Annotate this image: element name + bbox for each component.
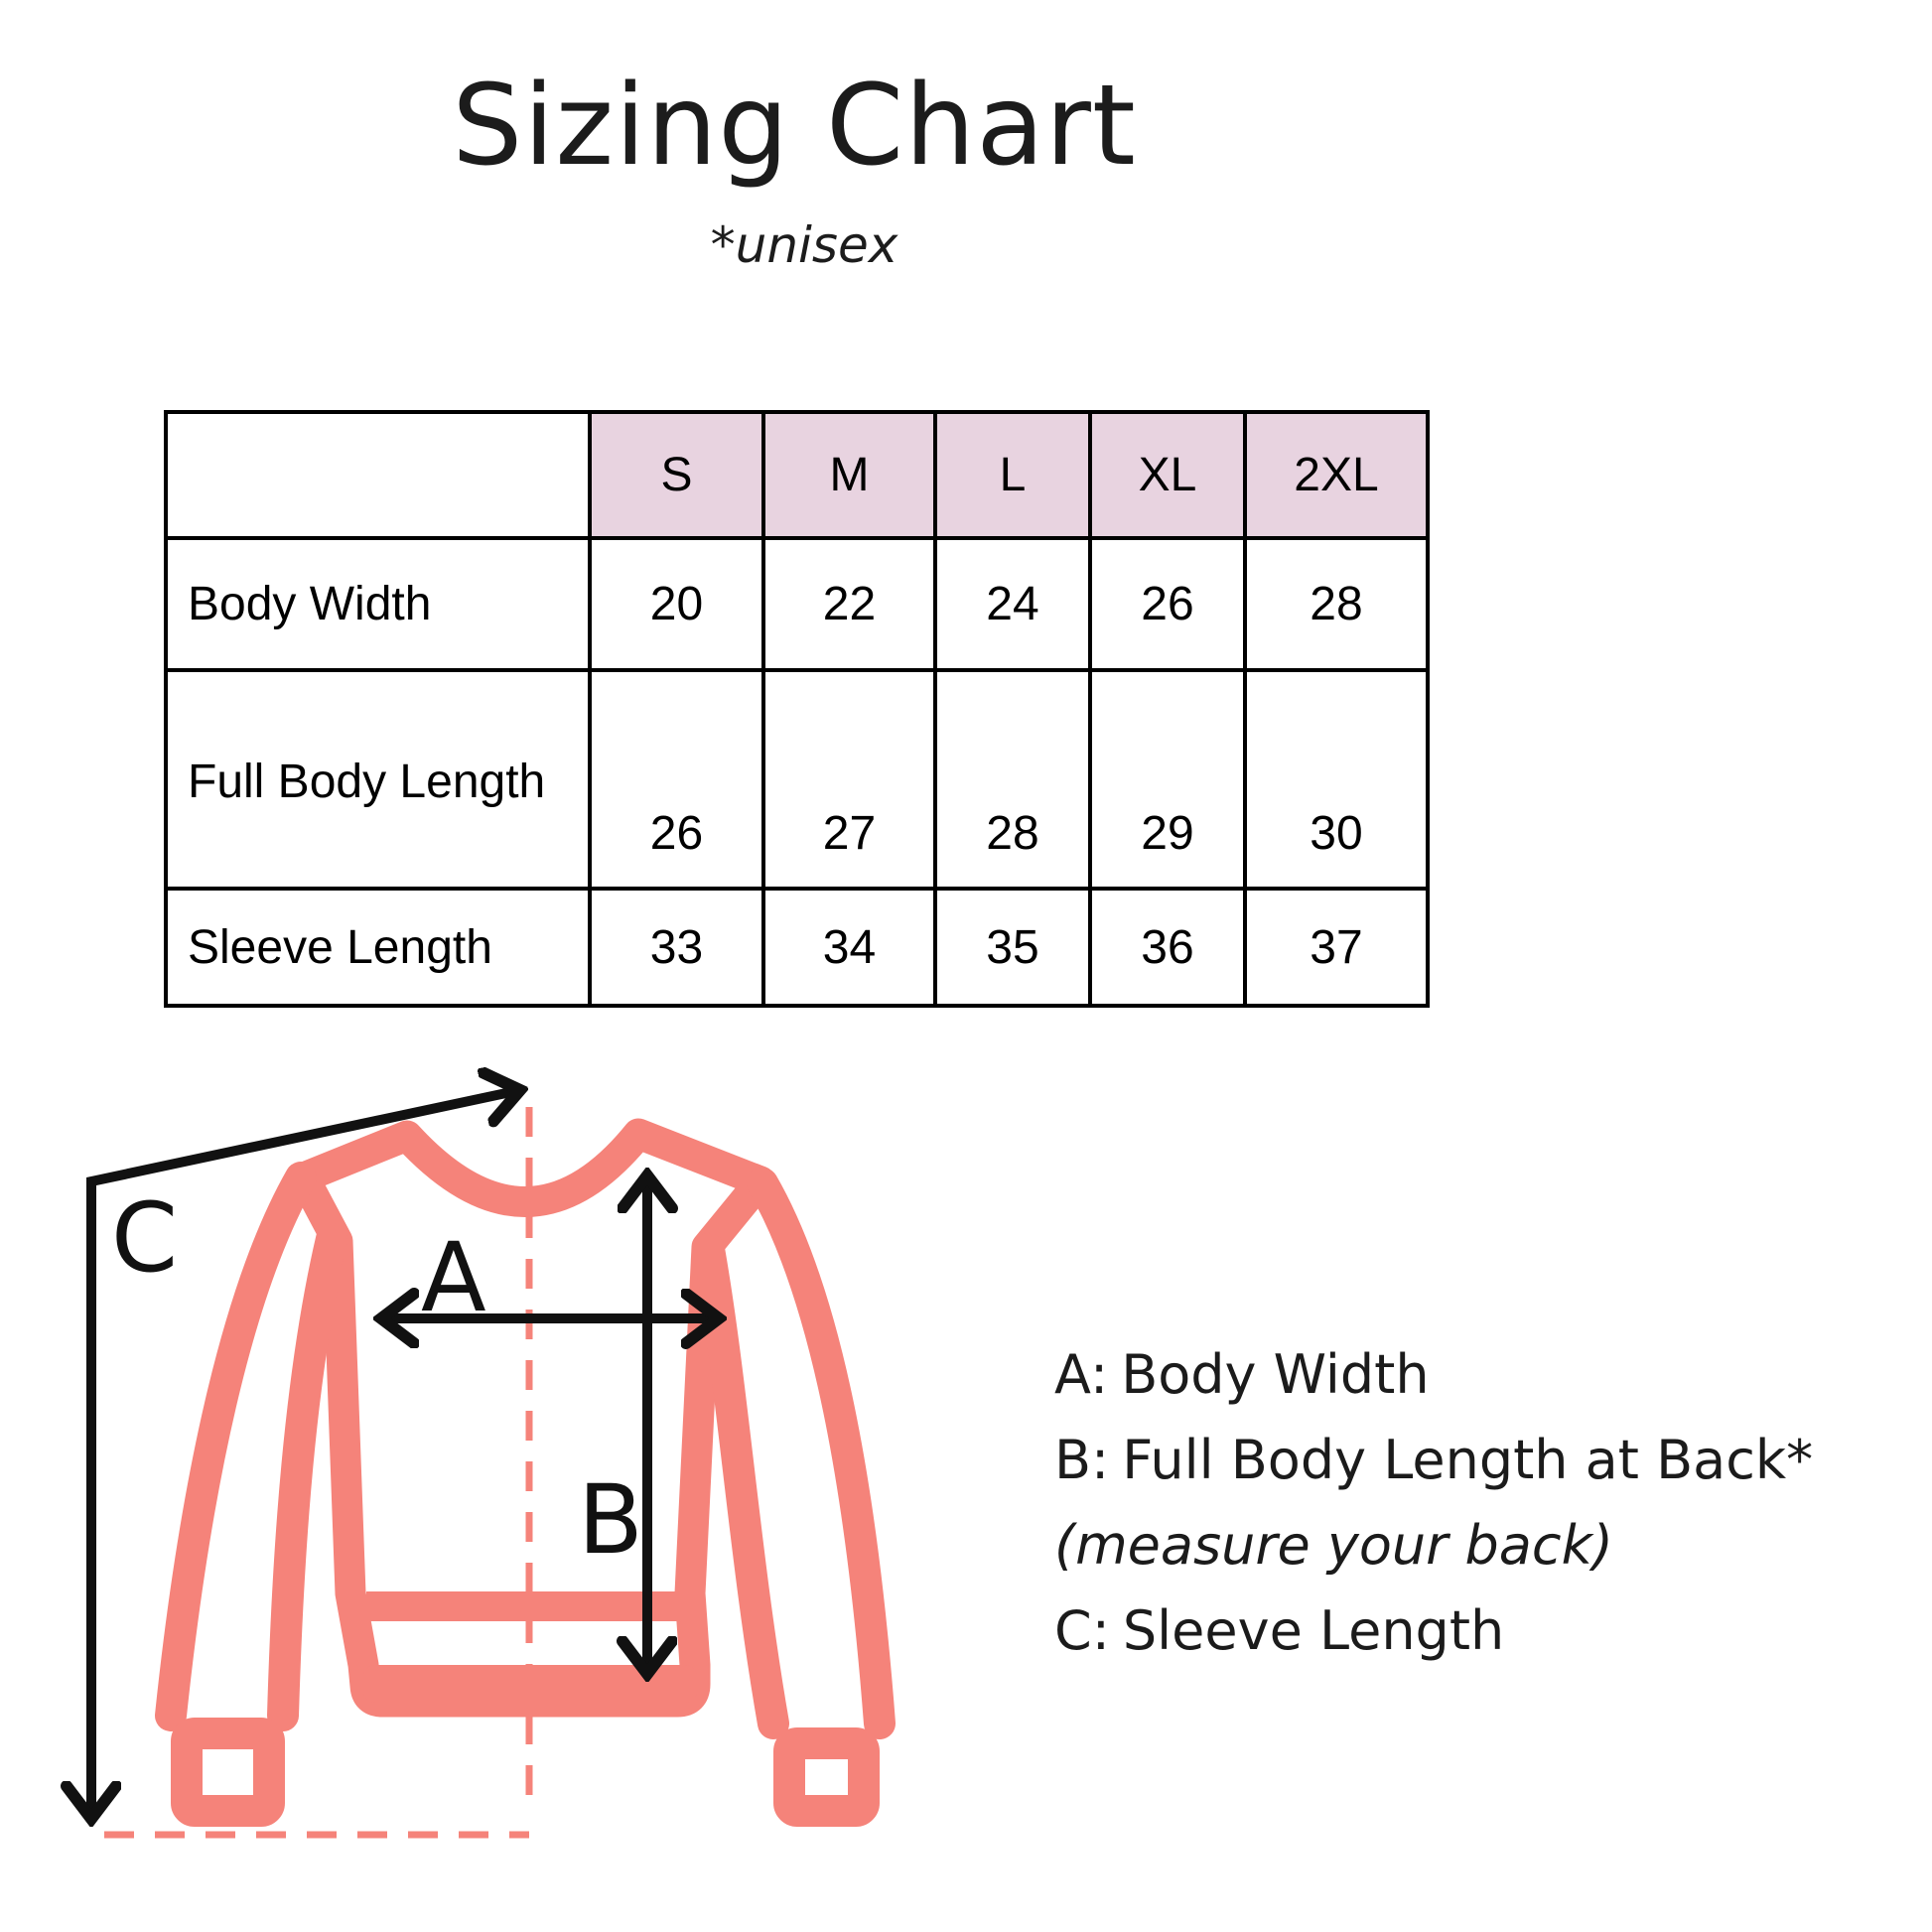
- cell-value: 20: [588, 536, 765, 672]
- legend-text: Sleeve Length: [1122, 1599, 1505, 1662]
- legend-item-c: C:Sleeve Length: [1054, 1588, 1813, 1674]
- legend-item-a: A:Body Width: [1054, 1332, 1813, 1418]
- diagram-label-c: C: [111, 1182, 178, 1294]
- cell-value: 28: [933, 668, 1092, 891]
- sweater-measurement-diagram: A B C: [0, 1033, 896, 1839]
- measurement-legend: A:Body Width B:Full Body Length at Back*…: [1054, 1332, 1813, 1674]
- diagram-label-a: A: [421, 1222, 486, 1333]
- col-header-m: M: [761, 410, 937, 540]
- cell-value: 28: [1243, 536, 1430, 672]
- cell-value: 27: [761, 668, 937, 891]
- table-row-sleeve-length: Sleeve Length 33 34 35 36 37: [164, 887, 1430, 1008]
- row-label: Full Body Length: [164, 668, 592, 891]
- legend-key: A:: [1054, 1343, 1109, 1406]
- corner-cell: [164, 410, 592, 540]
- table-header-row: S M L XL 2XL: [164, 410, 1430, 540]
- diagram-label-b: B: [578, 1464, 643, 1576]
- cell-value: 33: [588, 887, 765, 1008]
- sweater-left-cuff: [171, 1718, 285, 1827]
- legend-text: Full Body Length at Back*: [1122, 1429, 1814, 1491]
- cell-value: 34: [761, 887, 937, 1008]
- col-header-2xl: 2XL: [1243, 410, 1430, 540]
- cell-value: 35: [933, 887, 1092, 1008]
- cell-value: 26: [1088, 536, 1247, 672]
- cell-value: 22: [761, 536, 937, 672]
- legend-text: (measure your back): [1054, 1514, 1613, 1577]
- legend-text: Body Width: [1121, 1343, 1430, 1406]
- col-header-s: S: [588, 410, 765, 540]
- sweater-left-sleeve-inner: [267, 1223, 347, 1731]
- table-row-body-width: Body Width 20 22 24 26 28: [164, 536, 1430, 672]
- cell-value: 26: [588, 668, 765, 891]
- page-title: Sizing Chart: [452, 62, 1137, 191]
- cell-value: 24: [933, 536, 1092, 672]
- sweater-right-sleeve-outer: [747, 1168, 896, 1739]
- cell-value: 36: [1088, 887, 1247, 1008]
- legend-key: B:: [1054, 1429, 1110, 1491]
- legend-item-b: B:Full Body Length at Back*: [1054, 1418, 1813, 1503]
- row-label: Body Width: [164, 536, 592, 672]
- row-label: Sleeve Length: [164, 887, 592, 1008]
- legend-key: C:: [1054, 1599, 1110, 1662]
- sweater-right-cuff: [773, 1727, 880, 1827]
- legend-item-note: (measure your back): [1054, 1503, 1813, 1588]
- measure-arrow-c: [91, 1090, 520, 1819]
- col-header-l: L: [933, 410, 1092, 540]
- cell-value: 30: [1243, 668, 1430, 891]
- page-subtitle: *unisex: [710, 216, 898, 274]
- sizing-table: S M L XL 2XL Body Width 20 22 24 26 28 F…: [164, 410, 1430, 1008]
- cell-value: 37: [1243, 887, 1430, 1008]
- table-row-full-body-length: Full Body Length 26 27 28 29 30: [164, 668, 1430, 891]
- cell-value: 29: [1088, 668, 1247, 891]
- col-header-xl: XL: [1088, 410, 1247, 540]
